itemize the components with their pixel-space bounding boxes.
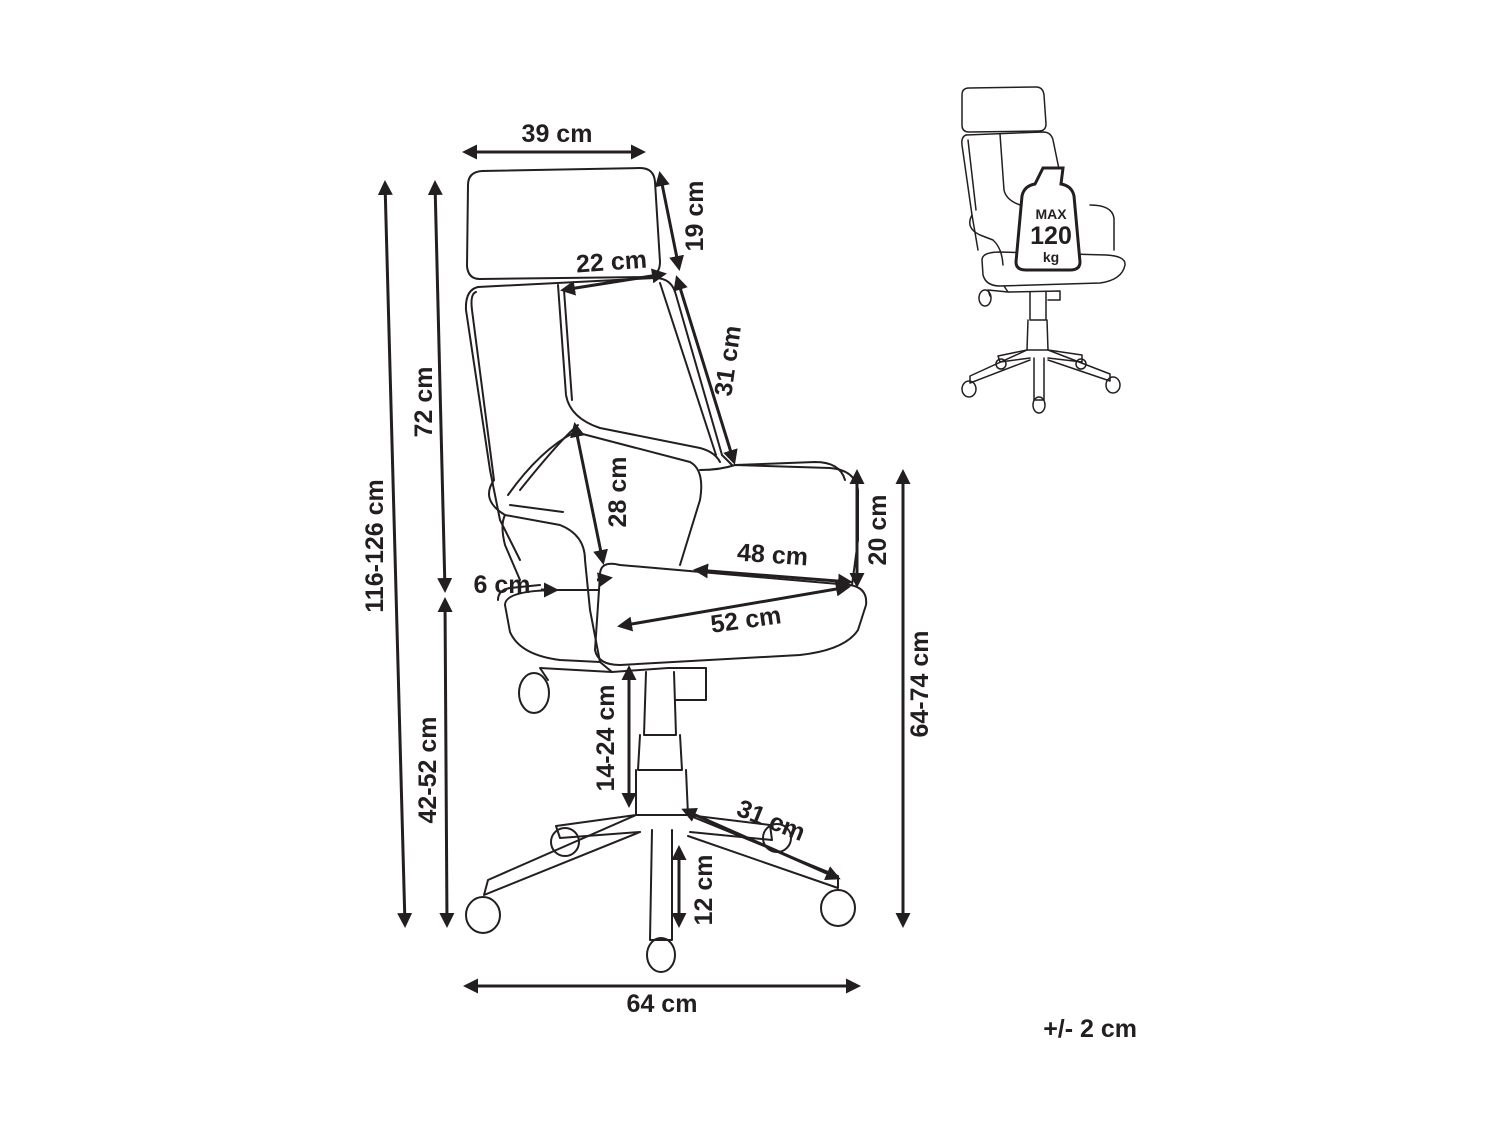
label-headrest-height: 19 cm [681,181,709,252]
weight-icon [1014,166,1082,272]
label-seat-height: 42-52 cm [414,716,442,823]
label-seat-width: 48 cm [736,539,809,572]
label-back-top-width: 22 cm [575,246,648,279]
badge-max: MAX [1035,206,1067,222]
label-base-width: 64 cm [627,990,698,1018]
label-armrest-gap: 6 cm [474,571,531,599]
label-base-height: 12 cm [690,855,718,926]
dimension-arrows [377,144,911,994]
max-load-badge: MAX 120 kg [1014,166,1082,272]
label-armrest-height: 20 cm [864,495,892,566]
label-back-upper-length: 31 cm [709,324,747,398]
badge-unit: kg [1043,249,1059,265]
label-back-lower-length: 28 cm [604,457,632,528]
chair-thumbnail [961,86,1126,414]
label-gas-lift: 14-24 cm [592,684,620,791]
label-seat-depth: 52 cm [709,601,783,639]
badge-value: 120 [1030,222,1072,250]
label-total-height: 116-126 cm [361,479,389,612]
chair-drawing [464,167,868,973]
tolerance-note: +/- 2 cm [1043,1015,1137,1043]
label-back-height: 72 cm [410,367,438,438]
label-armrest-floor-height: 64-74 cm [906,630,934,737]
label-headrest-width: 39 cm [522,120,593,148]
